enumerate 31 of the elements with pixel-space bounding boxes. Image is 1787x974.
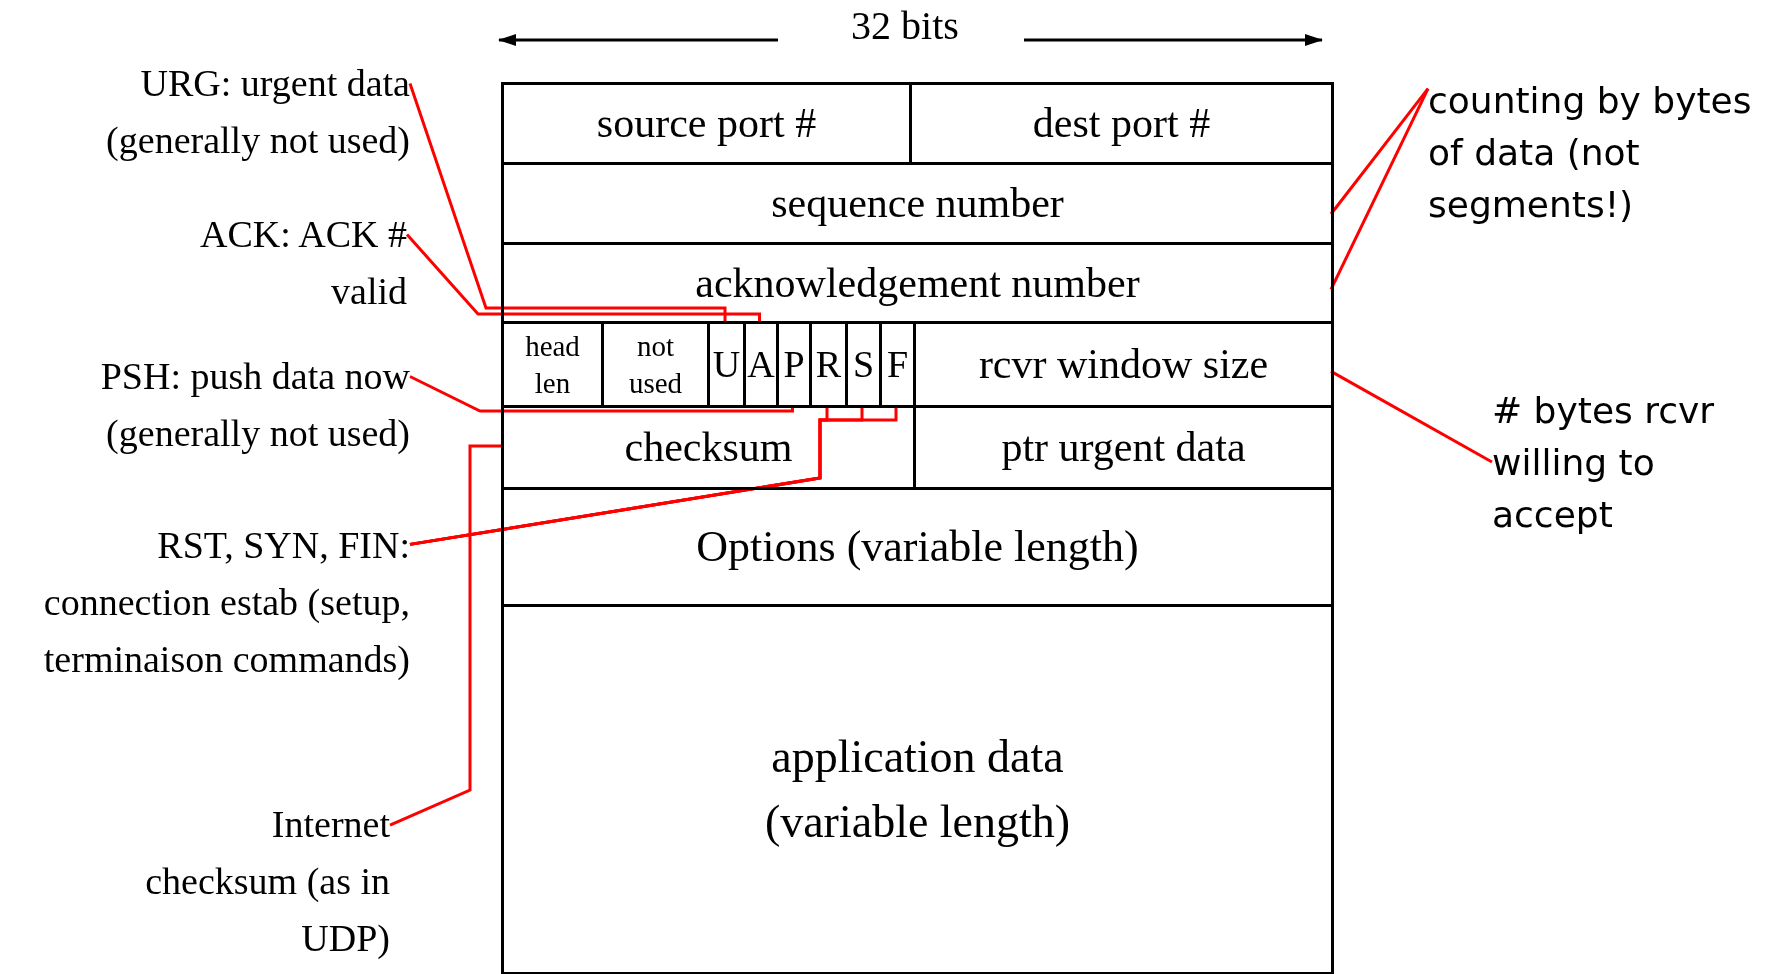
leader-line <box>389 444 501 827</box>
field-name: dest port # <box>1032 100 1211 147</box>
leader-line <box>1329 88 1430 291</box>
annotation-text: ACK: ACK # valid <box>130 206 407 320</box>
flag-letter: P <box>783 343 805 386</box>
field-name: sequence number <box>771 180 1064 227</box>
field-name: checksum <box>624 424 793 471</box>
field-name: application data (variable length) <box>763 730 1072 849</box>
flag-letter: U <box>712 343 741 386</box>
leader-line <box>405 233 761 321</box>
field-name: Options (variable length) <box>696 522 1139 572</box>
flag-letter: F <box>886 343 909 386</box>
flag-letter: R <box>815 343 842 386</box>
annotation-text: Internet checksum (as in UDP) <box>145 796 390 967</box>
field-name: head len <box>524 329 581 401</box>
field-name: rcvr window size <box>978 341 1269 388</box>
flag-letter: S <box>852 343 875 386</box>
leader-line <box>1330 370 1493 464</box>
field-name: not used <box>627 329 684 401</box>
field-name: ptr urgent data <box>1001 424 1246 471</box>
leader-line <box>408 83 727 321</box>
flag-letter: A <box>747 343 775 386</box>
annotation-text: URG: urgent data (generally not used) <box>15 55 410 169</box>
annotation-text: RST, SYN, FIN: connection estab (setup, terminaison commands) <box>30 517 410 745</box>
annotation-text: # bytes rcvr willing to accept <box>1492 385 1777 556</box>
leader-line <box>409 375 794 413</box>
width-label: 32 bits <box>850 2 960 50</box>
annotation-text: PSH: push data now (generally not used) <box>5 348 410 462</box>
field-name: source port # <box>596 100 817 147</box>
field-name: acknowledgement number <box>695 259 1140 307</box>
annotation-text: counting by bytes of data (not segments!) <box>1428 75 1778 246</box>
